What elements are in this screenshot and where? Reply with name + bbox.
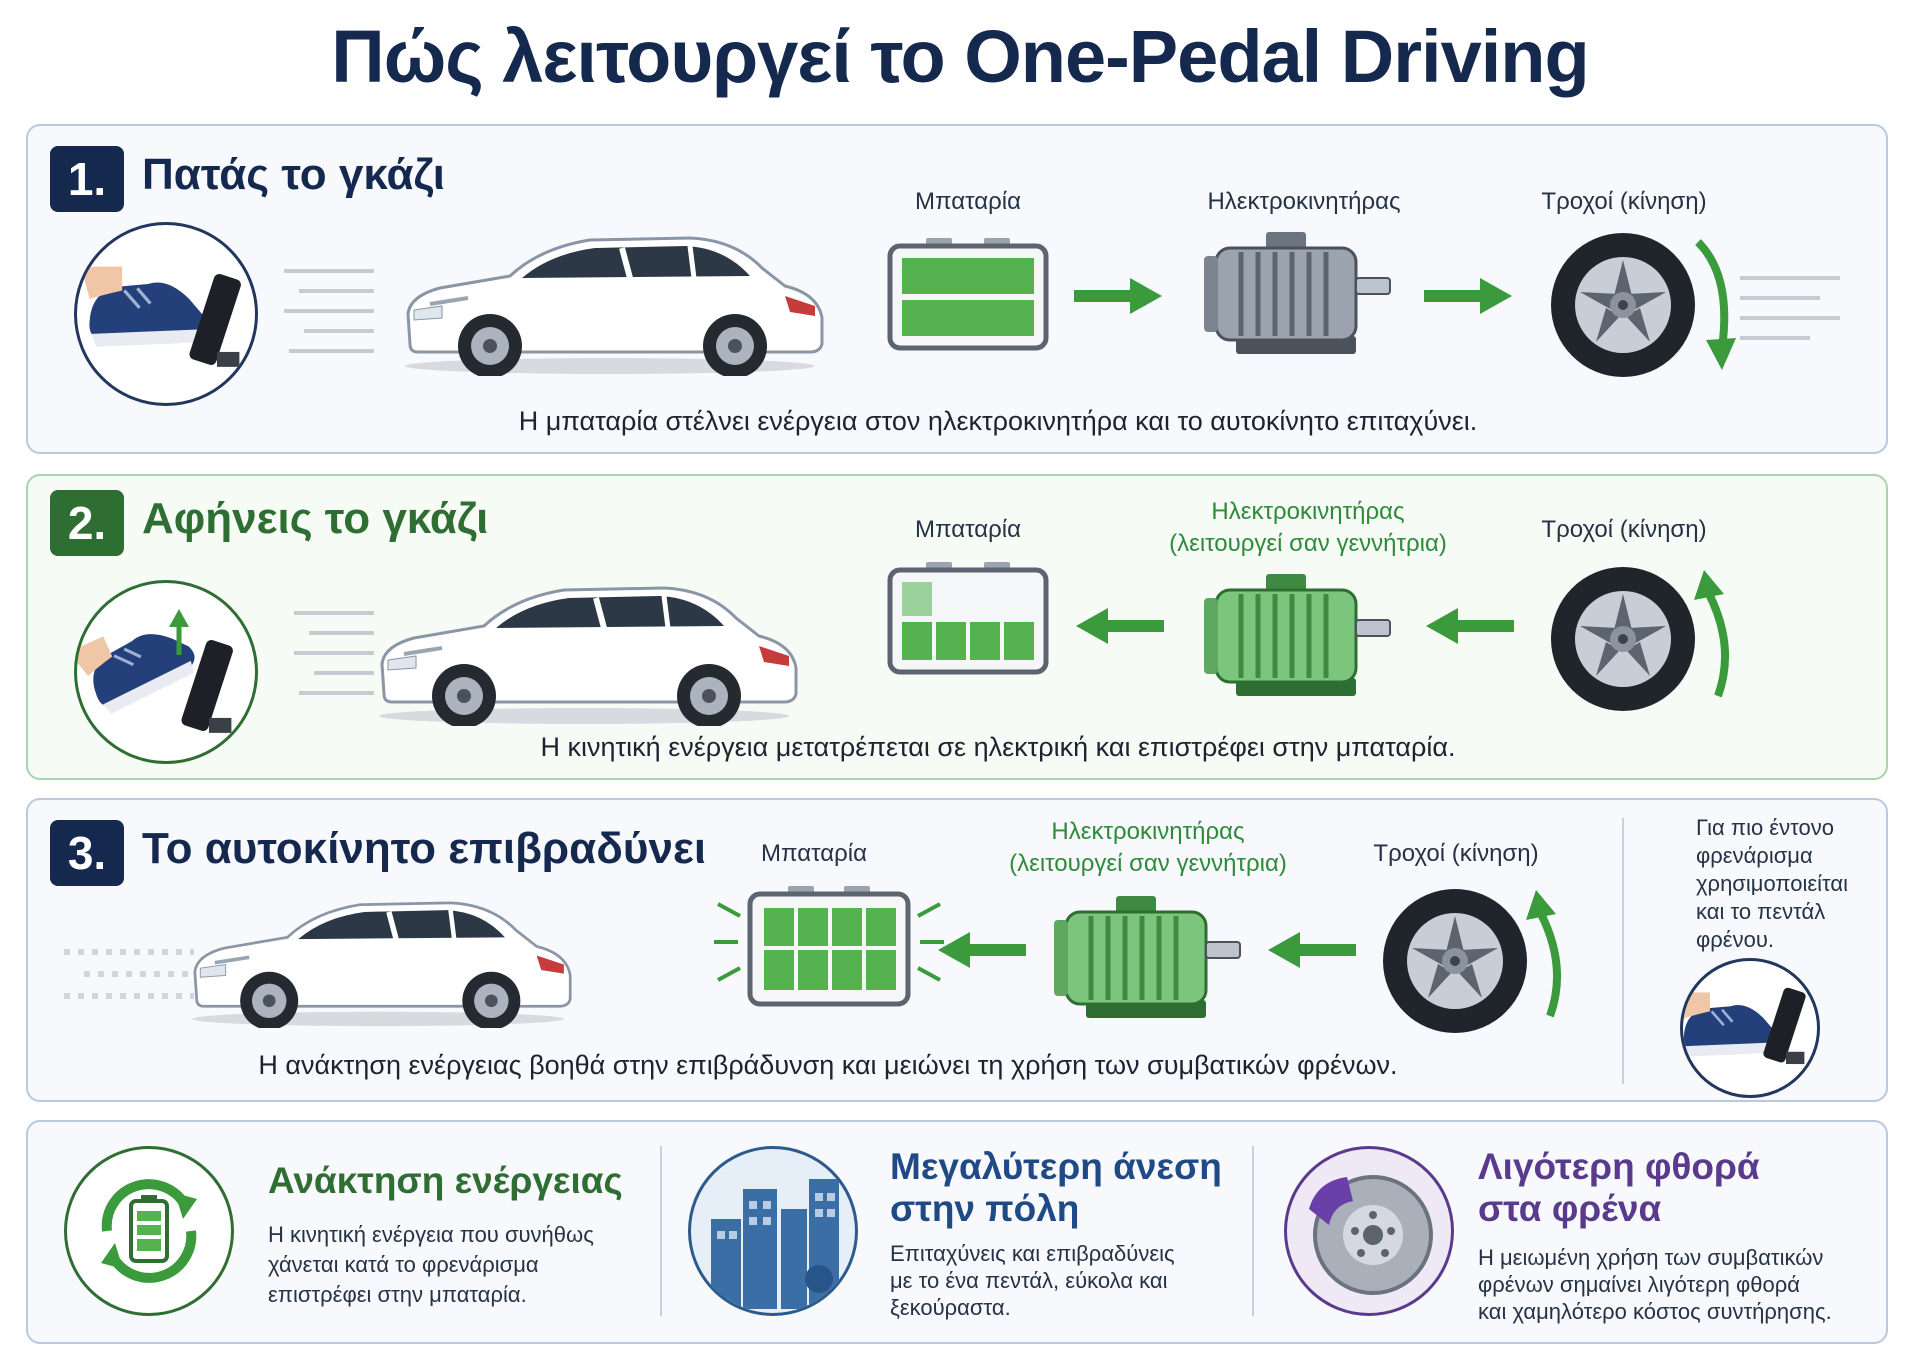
step-1-number: 1. bbox=[50, 146, 124, 212]
wheel-icon bbox=[1551, 567, 1695, 711]
step-3-number: 3. bbox=[50, 820, 124, 886]
battery-glow-icon bbox=[714, 886, 944, 1007]
wheel-icon bbox=[1383, 889, 1527, 1033]
battery-recycle-icon bbox=[64, 1146, 234, 1316]
arrow-left-icon bbox=[1076, 608, 1164, 644]
note-line: και το πεντάλ bbox=[1696, 899, 1826, 924]
generator-label: Ηλεκτροκινητήρας (λειτουργεί σαν γεννήτρ… bbox=[1169, 496, 1447, 560]
generator-motor-icon bbox=[1046, 890, 1246, 1020]
car-icon bbox=[364, 576, 804, 726]
side-divider bbox=[1622, 818, 1624, 1084]
divider bbox=[1252, 1146, 1254, 1316]
rotation-arrow-icon bbox=[1694, 570, 1730, 698]
speed-dots-icon bbox=[64, 949, 194, 999]
step-2-panel: 2. Αφήνεις το γκάζι Μπαταρία Ηλεκτροκινη… bbox=[26, 474, 1888, 780]
arrow-right-icon bbox=[1074, 278, 1162, 314]
arrow-right-icon bbox=[1424, 278, 1512, 314]
wheels-label: Τροχοί (κίνηση) bbox=[1541, 516, 1707, 543]
text-line: ξεκούραστα. bbox=[890, 1295, 1011, 1320]
text-line: επιστρέφει στην μπαταρία. bbox=[268, 1282, 527, 1307]
step-2-title: Αφήνεις το γκάζι bbox=[142, 494, 489, 543]
benefit-1-title: Ανάκτηση ενέργειας bbox=[268, 1160, 623, 1201]
benefit-2-text: Επιταχύνεις και επιβραδύνεις με το ένα π… bbox=[890, 1240, 1175, 1321]
motor-label: Ηλεκτροκινητήρας bbox=[1207, 188, 1401, 215]
step-3-caption: Η ανάκτηση ενέργειας βοηθά στην επιβράδυ… bbox=[258, 1050, 1398, 1080]
electric-motor-icon bbox=[1196, 226, 1396, 356]
step-2-number: 2. bbox=[50, 490, 124, 556]
rotation-arrow-icon bbox=[1695, 239, 1736, 370]
text-line: Η μειωμένη χρήση των συμβατικών bbox=[1478, 1245, 1824, 1270]
benefits-panel: Ανάκτηση ενέργειας Η κινητική ενέργεια π… bbox=[26, 1120, 1888, 1344]
generator-label: Ηλεκτροκινητήρας (λειτουργεί σαν γεννήτρ… bbox=[1009, 816, 1287, 880]
note-line: φρένου. bbox=[1696, 927, 1774, 952]
text-line: με το ένα πεντάλ, εύκολα και bbox=[890, 1268, 1168, 1293]
step-1-caption: Η μπαταρία στέλνει ενέργεια στον ηλεκτρο… bbox=[518, 406, 1478, 436]
benefit-1-text: Η κινητική ενέργεια που συνήθως χάνεται … bbox=[268, 1220, 594, 1310]
benefit-3-text: Η μειωμένη χρήση των συμβατικών φρένων σ… bbox=[1478, 1244, 1832, 1325]
generator-motor-icon bbox=[1196, 568, 1396, 698]
title-line: Μεγαλύτερη άνεση bbox=[890, 1146, 1222, 1187]
text-line: χάνεται κατά το φρενάρισμα bbox=[268, 1252, 539, 1277]
battery-charging-icon bbox=[887, 562, 1049, 675]
text-line: Η κινητική ενέργεια που συνήθως bbox=[268, 1222, 594, 1247]
battery-label: Μπαταρία bbox=[761, 840, 867, 867]
note-line: χρησιμοποιείται bbox=[1696, 871, 1849, 896]
speed-lines-icon bbox=[284, 269, 374, 353]
step-1-panel: 1. Πατάς το γκάζι Μπαταρία Ηλεκτροκινητή… bbox=[26, 124, 1888, 454]
brake-disc-icon bbox=[1284, 1146, 1454, 1316]
battery-full-icon bbox=[887, 238, 1049, 351]
generator-label-line1: Ηλεκτροκινητήρας bbox=[1051, 818, 1245, 845]
divider bbox=[660, 1146, 662, 1316]
text-line: φρένων σημαίνει λιγότερη φθορά bbox=[1478, 1272, 1800, 1297]
foot-lifted-icon bbox=[74, 580, 258, 764]
generator-label-line2: (λειτουργεί σαν γεννήτρια) bbox=[1169, 530, 1447, 557]
title-line: στα φρένα bbox=[1478, 1188, 1662, 1229]
page-title: Πώς λειτουργεί το One-Pedal Driving bbox=[331, 15, 1589, 98]
text-line: Επιταχύνεις και επιβραδύνεις bbox=[890, 1241, 1175, 1266]
text-line: και χαμηλότερο κόστος συντήρησης. bbox=[1478, 1299, 1832, 1324]
speed-lines-icon bbox=[1740, 276, 1840, 340]
note-line: Για πιο έντονο bbox=[1696, 815, 1834, 840]
benefit-2-title: Μεγαλύτερη άνεση στην πόλη bbox=[890, 1146, 1222, 1230]
foot-on-accelerator-icon bbox=[74, 222, 258, 406]
step-1-title: Πατάς το γκάζι bbox=[142, 150, 445, 199]
generator-label-line1: Ηλεκτροκινητήρας bbox=[1211, 498, 1405, 525]
step-3-title: Το αυτοκίνητο επιβραδύνει bbox=[142, 824, 707, 873]
note-line: φρενάρισμα bbox=[1696, 843, 1813, 868]
battery-label: Μπαταρία bbox=[915, 188, 1021, 215]
foot-on-brake-icon bbox=[1680, 958, 1820, 1098]
wheels-label: Τροχοί (κίνηση) bbox=[1541, 188, 1707, 215]
arrow-left-icon bbox=[1426, 608, 1514, 644]
city-icon bbox=[688, 1146, 858, 1316]
car-icon bbox=[390, 226, 830, 376]
speed-lines-icon bbox=[294, 611, 374, 695]
step-2-caption: Η κινητική ενέργεια μετατρέπεται σε ηλεκ… bbox=[540, 732, 1456, 762]
step-3-panel: 3. Το αυτοκίνητο επιβραδύνει Μπαταρία Ηλ… bbox=[26, 798, 1888, 1102]
arrow-left-icon bbox=[938, 932, 1026, 968]
brake-pedal-note: Για πιο έντονο φρενάρισμα χρησιμοποιείτα… bbox=[1696, 814, 1848, 954]
wheels-label: Τροχοί (κίνηση) bbox=[1373, 840, 1539, 867]
battery-label: Μπαταρία bbox=[915, 516, 1021, 543]
wheel-icon bbox=[1551, 233, 1695, 377]
arrow-left-icon bbox=[1268, 932, 1356, 968]
benefit-3-title: Λιγότερη φθορά στα φρένα bbox=[1478, 1146, 1760, 1230]
title-line: στην πόλη bbox=[890, 1188, 1080, 1229]
rotation-arrow-icon bbox=[1526, 890, 1562, 1018]
generator-label-line2: (λειτουργεί σαν γεννήτρια) bbox=[1009, 850, 1287, 877]
title-line: Λιγότερη φθορά bbox=[1478, 1146, 1760, 1187]
car-icon bbox=[178, 892, 578, 1028]
